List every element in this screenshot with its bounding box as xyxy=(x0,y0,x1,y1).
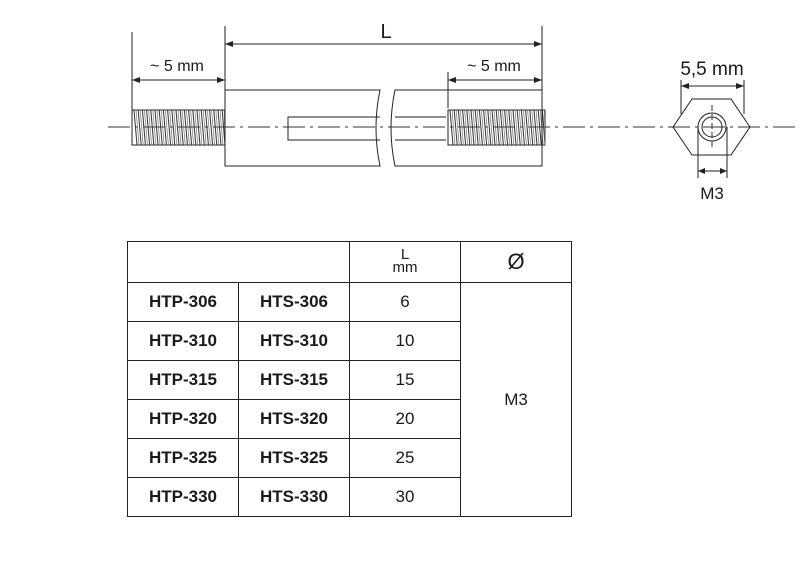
htp-code: HTP-320 xyxy=(127,399,239,439)
right-thread xyxy=(447,109,546,146)
table-header-row: L mm Ø xyxy=(127,241,572,283)
htp-code: HTP-315 xyxy=(127,360,239,400)
right-thread-label: ~ 5 mm xyxy=(467,58,521,75)
table-row: HTP-325 HTS-325 25 xyxy=(127,438,572,478)
htp-code: HTP-310 xyxy=(127,321,239,361)
hts-code: HTS-320 xyxy=(238,399,350,439)
hts-code: HTS-325 xyxy=(238,438,350,478)
hts-code: HTS-310 xyxy=(238,321,350,361)
length-value: 20 xyxy=(349,399,461,439)
hts-code: HTS-306 xyxy=(238,282,350,322)
length-value: 15 xyxy=(349,360,461,400)
header-blank-cell xyxy=(127,241,350,283)
header-diameter-cell: Ø xyxy=(460,241,572,283)
header-length-unit: mm xyxy=(392,258,418,276)
length-value: 25 xyxy=(349,438,461,478)
hex-end-view xyxy=(672,98,751,156)
length-value: 30 xyxy=(349,477,461,517)
internal-bore-left xyxy=(287,116,380,141)
table-row: HTP-330 HTS-330 30 xyxy=(127,477,572,517)
table-row: HTP-320 HTS-320 20 xyxy=(127,399,572,439)
spec-table: L mm Ø HTP-306 HTS-306 6 M3 HTP-310 HTS-… xyxy=(127,241,572,517)
htp-code: HTP-330 xyxy=(127,477,239,517)
hts-code: HTS-315 xyxy=(238,360,350,400)
body-left-part xyxy=(224,89,381,167)
body-right-part xyxy=(390,89,543,167)
diameter-symbol: Ø xyxy=(507,249,525,274)
length-value: 10 xyxy=(349,321,461,361)
htp-code: HTP-306 xyxy=(127,282,239,322)
left-thread-label: ~ 5 mm xyxy=(150,58,204,75)
header-length-cell: L mm xyxy=(349,241,461,283)
length-label: L xyxy=(380,21,391,43)
table-row: HTP-315 HTS-315 15 xyxy=(127,360,572,400)
header-length-title: L xyxy=(400,245,410,263)
standoff-drawing: L ~ 5 mm ~ 5 mm 5,5 mm M3 xyxy=(108,21,800,203)
diameter-value: M3 xyxy=(460,282,572,517)
table-row: HTP-310 HTS-310 10 xyxy=(127,321,572,361)
hex-width-label: 5,5 mm xyxy=(680,59,743,80)
thread-size-label: M3 xyxy=(700,184,724,203)
table-row: HTP-306 HTS-306 6 M3 xyxy=(127,282,572,517)
htp-code: HTP-325 xyxy=(127,438,239,478)
hts-code: HTS-330 xyxy=(238,477,350,517)
length-value: 6 xyxy=(349,282,461,322)
